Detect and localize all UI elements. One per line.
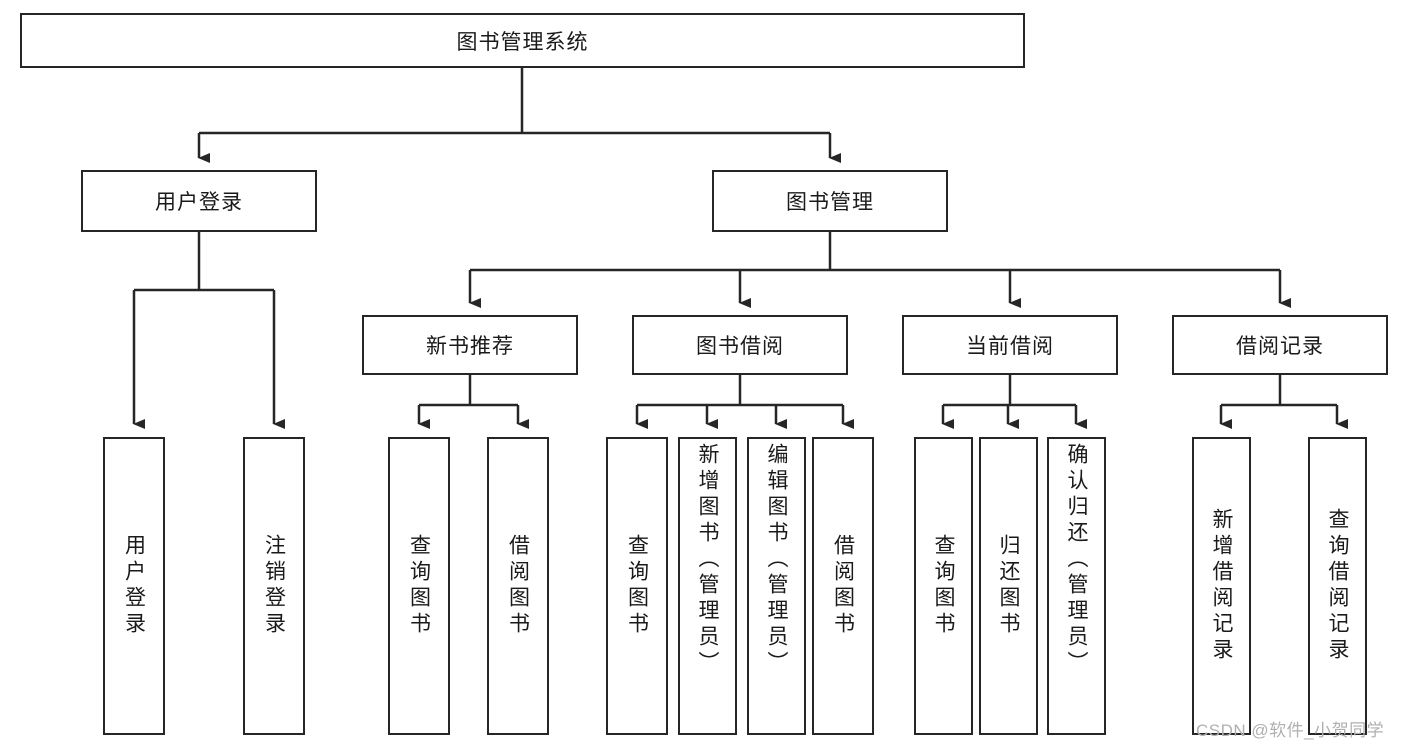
node-leaf-edit-book[interactable]: 编辑图书（管理员） (747, 437, 806, 735)
node-leaf-user-login[interactable]: 用户登录 (103, 437, 165, 735)
node-borrow-record[interactable]: 借阅记录 (1172, 315, 1388, 375)
node-leaf-add-book[interactable]: 新增图书（管理员） (678, 437, 737, 735)
node-leaf-user-login-label: 用户登录 (122, 534, 146, 638)
node-leaf-confirm-return-label: 确认归还（管理员） (1065, 443, 1088, 677)
node-book-manage[interactable]: 图书管理 (712, 170, 948, 232)
node-leaf-logout[interactable]: 注销登录 (243, 437, 305, 735)
node-current-borrow-label: 当前借阅 (966, 335, 1054, 358)
node-leaf-add-record[interactable]: 新增借阅记录 (1192, 437, 1251, 735)
node-book-borrow-label: 图书借阅 (696, 335, 784, 358)
node-borrow-record-label: 借阅记录 (1236, 335, 1324, 358)
node-new-book-recommend[interactable]: 新书推荐 (362, 315, 578, 375)
watermark: CSDN @软件_小贺同学 (1196, 721, 1385, 740)
node-root-label: 图书管理系统 (456, 30, 589, 54)
node-leaf-logout-label: 注销登录 (262, 534, 286, 638)
node-leaf-borrow-book-2-label: 借阅图书 (831, 534, 855, 638)
node-user-login-label: 用户登录 (155, 191, 243, 214)
node-leaf-query-book-2[interactable]: 查询图书 (606, 437, 668, 735)
node-leaf-borrow-book-2[interactable]: 借阅图书 (812, 437, 874, 735)
node-leaf-query-book-1[interactable]: 查询图书 (388, 437, 450, 735)
node-book-manage-label: 图书管理 (786, 191, 874, 214)
node-root[interactable]: 图书管理系统 (20, 13, 1025, 68)
node-leaf-confirm-return[interactable]: 确认归还（管理员） (1047, 437, 1106, 735)
node-leaf-query-book-3[interactable]: 查询图书 (914, 437, 973, 735)
node-leaf-query-book-1-label: 查询图书 (407, 534, 431, 638)
node-leaf-query-book-2-label: 查询图书 (625, 534, 649, 638)
node-book-borrow[interactable]: 图书借阅 (632, 315, 848, 375)
node-user-login[interactable]: 用户登录 (81, 170, 317, 232)
node-leaf-query-book-3-label: 查询图书 (932, 534, 955, 638)
node-leaf-add-record-label: 新增借阅记录 (1210, 508, 1233, 664)
node-leaf-borrow-book-1-label: 借阅图书 (506, 534, 530, 638)
node-leaf-query-record-label: 查询借阅记录 (1326, 508, 1349, 664)
node-leaf-return-book[interactable]: 归还图书 (979, 437, 1038, 735)
node-leaf-query-record[interactable]: 查询借阅记录 (1308, 437, 1367, 735)
node-leaf-add-book-label: 新增图书（管理员） (696, 443, 719, 677)
node-leaf-edit-book-label: 编辑图书（管理员） (765, 443, 788, 677)
node-current-borrow[interactable]: 当前借阅 (902, 315, 1118, 375)
node-leaf-borrow-book-1[interactable]: 借阅图书 (487, 437, 549, 735)
node-leaf-return-book-label: 归还图书 (997, 534, 1020, 638)
node-new-book-recommend-label: 新书推荐 (426, 335, 514, 358)
